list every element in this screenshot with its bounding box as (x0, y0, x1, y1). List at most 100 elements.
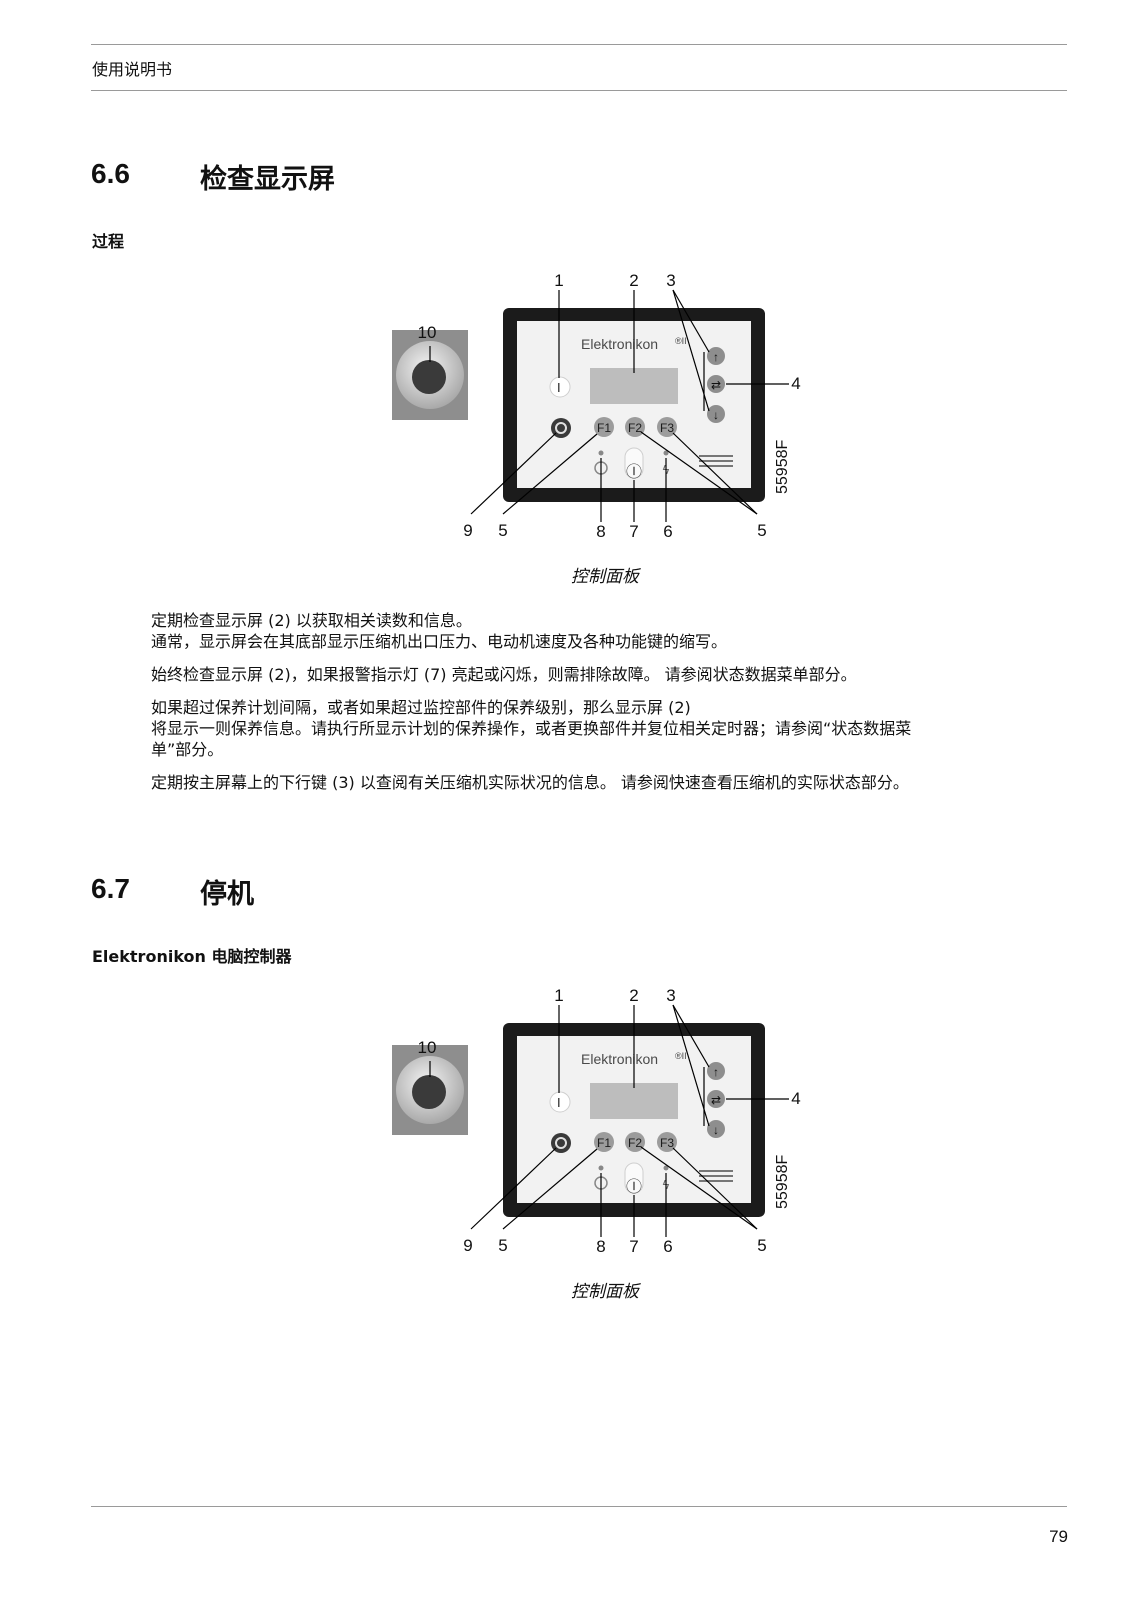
alarm-symbol: Ⓘ (626, 1178, 642, 1196)
leader-line (672, 1004, 710, 1127)
nav-key-label: ↓ (713, 408, 719, 422)
paragraph: 定期按主屏幕上的下行键 (3) 以查阅有关压缩机实际状况的信息。 请参阅快速查看… (151, 773, 909, 792)
callout-7: 7 (629, 522, 638, 541)
brand-label: Elektronikon (581, 1051, 658, 1067)
callout-10: 10 (418, 1038, 437, 1057)
leader-line (672, 1004, 710, 1068)
page-number: 79 (1049, 1527, 1068, 1546)
leader-line (672, 289, 710, 412)
nav-key-label: ⇄ (711, 1093, 721, 1107)
function-key-label: F2 (628, 421, 642, 435)
callout-2: 2 (629, 271, 638, 290)
figure-caption: 控制面板 (571, 567, 639, 587)
start-key-label: I (557, 380, 561, 395)
callout-5: 5 (498, 521, 507, 540)
subheading: Elektronikon 电脑控制器 (92, 947, 292, 966)
function-key (594, 417, 614, 437)
function-key-label: F2 (628, 1136, 642, 1150)
paragraph: 通常，显示屏会在其底部显示压缩机出口压力、电动机速度及各种功能键的缩写。 (151, 632, 728, 651)
function-key (594, 1132, 614, 1152)
function-key-label: F1 (597, 1136, 611, 1150)
display-screen (590, 1083, 678, 1119)
section-number: 6.7 (91, 873, 130, 904)
callout-6: 6 (663, 522, 672, 541)
function-key (657, 1132, 677, 1152)
paragraph: 定期检查显示屏 (2) 以获取相关读数和信息。 (151, 611, 472, 630)
leader-line (672, 432, 758, 515)
indicator-led (598, 450, 604, 456)
function-key (625, 1132, 645, 1152)
callout-8: 8 (596, 1237, 605, 1256)
start-key (549, 376, 571, 398)
callout-10: 10 (418, 323, 437, 342)
indicator-led (598, 1165, 604, 1171)
nav-key (707, 405, 725, 423)
leader-line (470, 432, 557, 515)
control-panel-figure: Elektronikon®IIIF1F2F3↑⇄↓Ⓘϟ1234109587655… (392, 271, 801, 541)
callout-8: 8 (596, 522, 605, 541)
section-title: 停机 (200, 879, 254, 910)
figure-caption: 控制面板 (571, 1282, 639, 1302)
callout-5: 5 (498, 1236, 507, 1255)
callout-5: 5 (757, 1236, 766, 1255)
nav-key (707, 347, 725, 365)
alarm-symbol: Ⓘ (626, 463, 642, 481)
control-panel-figure: Elektronikon®IIIF1F2F3↑⇄↓Ⓘϟ1234109587655… (392, 986, 801, 1256)
emergency-stop-button (412, 360, 446, 394)
nav-key-label: ↑ (713, 350, 719, 364)
nav-key (707, 1120, 725, 1138)
alarm-indicator-housing (624, 1162, 644, 1194)
nav-key-label: ⇄ (711, 378, 721, 392)
function-key (657, 417, 677, 437)
nav-key-label: ↓ (713, 1123, 719, 1137)
leader-line (640, 1146, 758, 1230)
indicator-led (663, 1165, 669, 1171)
callout-7: 7 (629, 1237, 638, 1256)
callout-3: 3 (666, 986, 675, 1005)
section-title: 检查显示屏 (200, 164, 335, 195)
header-bottom-rule (91, 90, 1067, 91)
alarm-indicator-housing (624, 447, 644, 479)
subheading: 过程 (92, 232, 125, 251)
nav-key-label: ↑ (713, 1065, 719, 1079)
function-key (625, 417, 645, 437)
indicator-led (663, 450, 669, 456)
callout-9: 9 (463, 1236, 472, 1255)
figure-code: 55958F (774, 1155, 791, 1209)
leader-line (470, 1147, 557, 1230)
header-top-rule (91, 44, 1067, 45)
leader-line (502, 433, 598, 515)
paragraph: 始终检查显示屏 (2)，如果报警指示灯 (7) 亮起或闪烁，则需排除故障。 请参… (151, 665, 857, 684)
paragraph: 如果超过保养计划间隔，或者如果超过监控部件的保养级别，那么显示屏 (2) (151, 698, 691, 717)
figure-code: 55958F (774, 440, 791, 494)
brand-label: Elektronikon (581, 336, 658, 352)
callout-1: 1 (554, 986, 563, 1005)
callout-4: 4 (791, 374, 800, 393)
paragraph: 将显示一则保养信息。请执行所显示计划的保养操作，或者更换部件并复位相关定时器；请… (151, 719, 912, 738)
brand-mark: ®II (675, 1051, 687, 1061)
running-header: 使用说明书 (92, 60, 173, 79)
section-number: 6.6 (91, 158, 130, 189)
callout-5: 5 (757, 521, 766, 540)
footer-rule (91, 1506, 1067, 1507)
stop-key-ring (555, 1137, 567, 1149)
leader-line (672, 289, 710, 353)
callout-4: 4 (791, 1089, 800, 1108)
function-key-label: F3 (660, 421, 674, 435)
callout-2: 2 (629, 986, 638, 1005)
leader-line (502, 1148, 598, 1230)
function-key-label: F3 (660, 1136, 674, 1150)
callout-9: 9 (463, 521, 472, 540)
callout-6: 6 (663, 1237, 672, 1256)
callout-3: 3 (666, 271, 675, 290)
leader-line (640, 431, 758, 515)
paragraph: 单”部分。 (151, 740, 224, 759)
nav-key (707, 1090, 725, 1108)
display-screen (590, 368, 678, 404)
nav-key (707, 375, 725, 393)
callout-1: 1 (554, 271, 563, 290)
nav-key (707, 1062, 725, 1080)
emergency-stop-button (412, 1075, 446, 1109)
leader-line (672, 1147, 758, 1230)
start-key (549, 1091, 571, 1113)
